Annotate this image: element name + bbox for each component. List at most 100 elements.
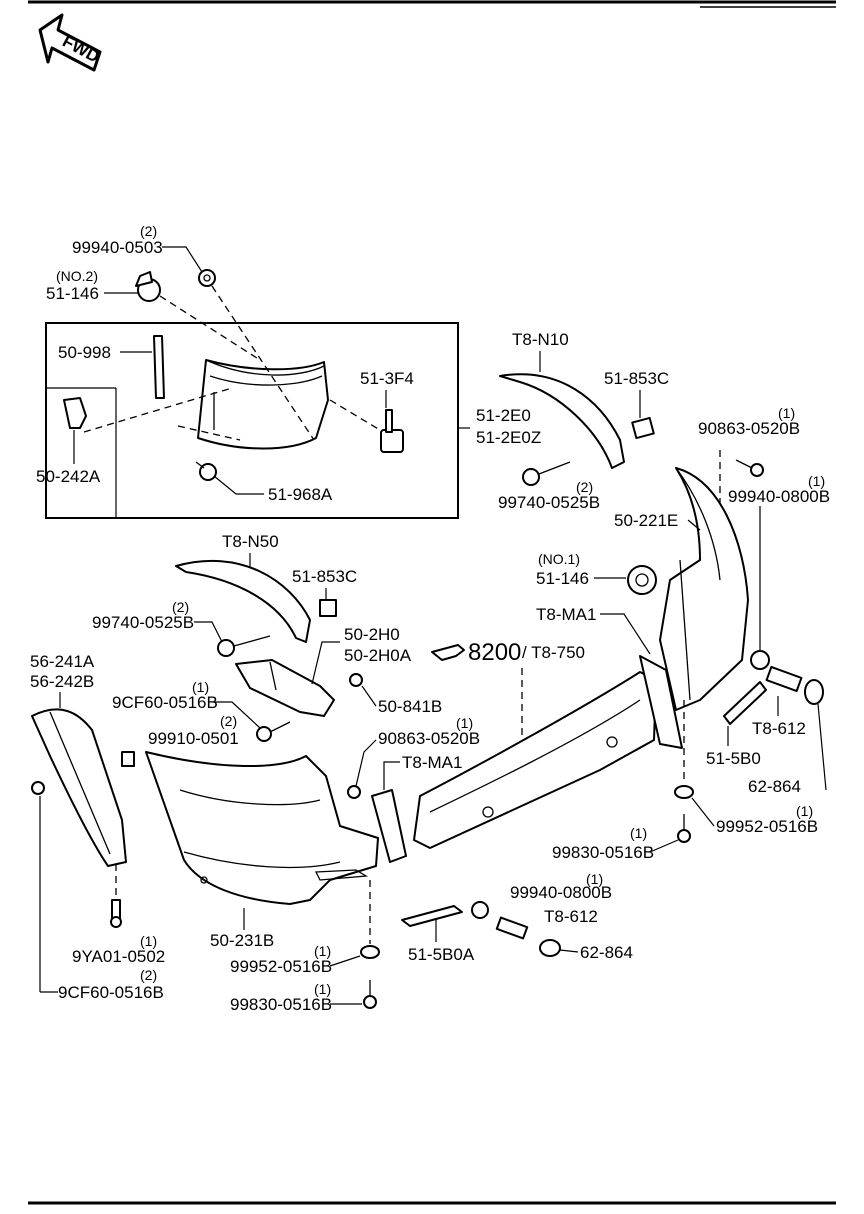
clip-icon-left [63, 397, 87, 429]
washer-icon-99952-b [360, 945, 380, 959]
lead-99740-b [194, 621, 223, 643]
fender-flare-T8-N50-shape [175, 559, 311, 643]
screw-icon-99740-a [522, 461, 571, 486]
label-99952-a: 99952-0516B [716, 817, 818, 836]
screw-icon-90863-a [735, 459, 764, 477]
clip-icon-51-853C-a [631, 416, 655, 440]
label-90863-b: 90863-0520B [378, 729, 480, 748]
qty-99952-a: (1) [796, 803, 813, 819]
plug-icon-62-864-b [539, 939, 561, 957]
screw-icon-99740-b [217, 635, 271, 657]
qty-99740-a: (2) [576, 479, 593, 495]
shim-T8-MA1-b-shape [371, 789, 407, 863]
qty-99740-b: (2) [172, 599, 189, 615]
pointing-hand-icon [431, 644, 465, 661]
label-50-998: 50-998 [58, 343, 111, 362]
lead-99952-a [691, 797, 715, 827]
qty-51-146-b: (NO.1) [538, 551, 580, 567]
clip-icon-51-853C-b [319, 599, 337, 617]
label-51-3F4: 51-3F4 [360, 369, 414, 388]
label-51-2E0Z: 51-2E0Z [476, 428, 541, 447]
label-T8-MA1-a: T8-MA1 [536, 605, 596, 624]
label-T8-N10: T8-N10 [512, 330, 569, 349]
label-51-968A: 51-968A [268, 485, 333, 504]
dash-bolt-line [177, 425, 241, 441]
plug-icon-62-864-a [804, 679, 824, 705]
label-90863-a: 90863-0520B [698, 419, 800, 438]
lead-99830-a [649, 839, 679, 853]
fender-flare-T8-N10-shape [499, 373, 625, 469]
bolt-icon-9YA01 [110, 899, 122, 928]
label-51-146-b: 51-146 [536, 569, 589, 588]
label-T8-612-a: T8-612 [752, 719, 806, 738]
screw-icon-99830-a [677, 814, 691, 843]
label-99940-0800B-a: 99940-0800B [728, 487, 830, 506]
qty-99940-0503: (2) [140, 223, 157, 239]
lead-62-864-b [559, 949, 579, 953]
qty-99830-a: (1) [630, 825, 647, 841]
lead-50-221E [687, 519, 701, 531]
label-50-231B: 50-231B [210, 931, 274, 950]
qty-9YA01: (1) [140, 933, 157, 949]
lamp-gasket-shape [153, 335, 165, 399]
side-bracket-50-221E-shape [659, 467, 749, 711]
lead-99940-0503 [162, 246, 203, 273]
label-99910: 99910-0501 [148, 729, 239, 748]
label-51-5B0A: 51-5B0A [408, 945, 475, 964]
bumper-reinforcement-shape [413, 671, 657, 849]
nut-icon-99940-0800B-b [471, 901, 489, 919]
bulb-icon [135, 271, 161, 302]
lead-62-864-a [817, 703, 827, 791]
label-51-146-a: 51-146 [46, 284, 99, 303]
label-T8-612-b: T8-612 [544, 907, 598, 926]
label-50-242A: 50-242A [36, 467, 101, 486]
lead-51-968A [213, 475, 264, 495]
fwd-arrow-icon: FWD [38, 13, 103, 72]
label-50-2H0A: 50-2H0A [344, 646, 412, 665]
lead-T8-MA1-a [600, 613, 651, 655]
screw-icon-9CF60-a [256, 721, 291, 742]
tail-lamp-lens-shape [197, 359, 329, 450]
label-56-241A: 56-241A [30, 652, 95, 671]
bolt-icon-90863-b [347, 785, 361, 799]
socket-icon [380, 409, 404, 453]
label-50-2H0: 50-2H0 [344, 625, 400, 644]
bumper-bracket-50-2H0-shape [235, 659, 335, 717]
qty-99940-0800B-a: (1) [808, 473, 825, 489]
lead-50-841B [361, 685, 377, 707]
label-9YA01: 9YA01-0502 [72, 947, 165, 966]
bolt-icon-T8-612-a [765, 665, 803, 693]
label-62-864-b: 62-864 [580, 943, 633, 962]
bulb-icon-51-146-b [627, 565, 657, 595]
label-99740-a: 99740-0525B [498, 493, 600, 512]
bolt-icon-lamp [195, 461, 217, 481]
dash-socket-line [329, 399, 381, 431]
qty-90863-a: (1) [778, 405, 795, 421]
reflector-51-5B0A-shape [401, 905, 463, 927]
label-9CF60-a: 9CF60-0516B [112, 693, 218, 712]
tail-lamp-box [45, 322, 459, 519]
label-99952-b: 99952-0516B [230, 957, 332, 976]
qty-90863-b: (1) [456, 715, 473, 731]
label-51-2E0: 51-2E0 [476, 406, 531, 425]
label-51-5B0: 51-5B0 [706, 749, 761, 768]
side-panel-56-241A-shape [31, 708, 127, 867]
lead-T8-MA1-b [383, 761, 400, 790]
lead-90863-b [355, 739, 377, 787]
qty-99910: (2) [220, 713, 237, 729]
qty-99830-b: (1) [314, 981, 331, 997]
label-99830-a: 99830-0516B [552, 843, 654, 862]
lead-99952-b [329, 955, 361, 967]
dash-bulb-line [159, 295, 261, 361]
screw-icon-99830-b [363, 980, 377, 1009]
label-62-864-a: 62-864 [748, 777, 801, 796]
reflector-51-5B0-shape [723, 681, 767, 725]
nut-icon-top [198, 269, 216, 287]
screw-icon-50-841B [349, 673, 363, 687]
nut-icon-99940-0800B-a [750, 650, 770, 670]
washer-icon-99952-a [674, 785, 694, 799]
label-T8-MA1-b: T8-MA1 [402, 753, 462, 772]
lead-50-2H0 [311, 641, 340, 685]
shim-T8-MA1-a-shape [639, 655, 683, 749]
